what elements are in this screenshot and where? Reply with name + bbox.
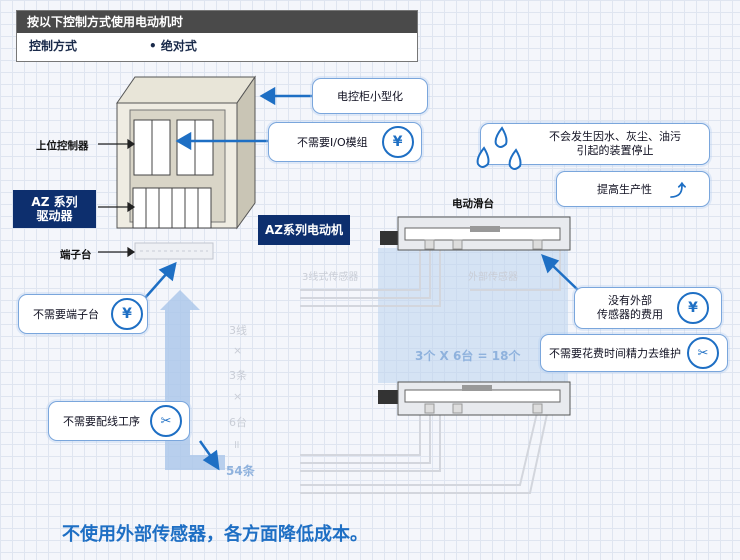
calc-units: 6台 [229,416,247,429]
row-value: • 绝对式 [149,39,197,53]
terminal-block [134,242,214,260]
three-wire-sensor-label: 3线式传感器 [302,272,359,283]
row-label: 控制方式 [29,39,78,53]
calc-wires: 3线 [229,324,247,337]
yen-icon: ¥ [381,126,414,158]
control-cabinet [116,75,256,230]
callout-no-sensor-cost-text: 没有外部 传感器的费用 [597,294,663,322]
callout-no-maintenance-text: 不需要花费时间精力去维护 [549,347,681,360]
water-drops-icon [476,126,522,170]
callout-no-wiring-text: 不需要配线工序 [63,415,140,428]
callout-no-terminal: 不需要端子台 ¥ [18,294,148,334]
callout-cabinet-small-text: 电控柜小型化 [337,90,403,103]
calc-total: 54条 [226,464,255,478]
az-driver-line1: AZ 系列 [31,195,78,209]
callout-no-maintenance: 不需要花费时间精力去维护 ✂ [540,334,728,372]
callout-no-io-module: 不需要I/O模组 ¥ [268,122,422,162]
yen-icon: ¥ [677,292,709,324]
callout-cabinet-small: 电控柜小型化 [312,78,428,114]
callout-productivity-text: 提高生产性 [597,183,652,196]
callout-no-sensor-cost-line2: 传感器的费用 [597,308,663,321]
label-pointers [98,138,136,258]
host-controller-label: 上位控制器 [36,140,89,152]
yen-icon: ¥ [111,298,143,330]
trend-up-icon: ⤴ [670,181,687,200]
calc-times-1: × [233,344,243,357]
slider-label: 电动滑台 [452,198,494,210]
table-title: 按以下控制方式使用电动机时 [17,11,417,33]
callout-no-terminal-text: 不需要端子台 [33,308,99,321]
callout-no-wiring: 不需要配线工序 ✂ [48,401,190,441]
electric-slider-bottom [378,381,571,416]
callout-no-sensor-cost: 没有外部 传感器的费用 ¥ [574,287,722,329]
calc-pieces: 3条 [229,369,247,382]
callout-no-failure-line1: 不会发生因水、灰尘、油污 [549,130,681,143]
callout-no-io-text: 不需要I/O模组 [297,136,368,149]
electric-slider-top [380,216,571,251]
sensor-count-calc: 3个 X 6台 = 18个 [415,349,521,363]
terminal-block-label: 端子台 [60,249,92,261]
control-method-table: 按以下控制方式使用电动机时 控制方式 • 绝对式 [16,10,418,62]
worker-icon: ✂ [150,405,182,437]
callout-no-sensor-cost-line1: 没有外部 [608,294,652,307]
worker-icon: ✂ [687,337,719,369]
sensor-shade [378,248,568,383]
footer-slogan: 不使用外部传感器，各方面降低成本。 [62,524,368,545]
callout-productivity: 提高生产性 ⤴ [556,171,710,207]
wiring-flow-arrow [160,290,225,470]
az-driver-line2: 驱动器 [36,209,73,223]
az-motor-badge: AZ系列电动机 [258,215,350,245]
calc-equals: ॥ [233,438,240,451]
calc-times-2: × [233,390,243,403]
external-sensor-label: 外部传感器 [468,272,518,283]
table-row: 控制方式 • 绝对式 [17,33,417,60]
callout-no-failure-line2: 引起的装置停止 [576,144,654,157]
benefit-arrows [144,86,579,471]
sensor-wires [300,245,561,494]
az-driver-badge: AZ 系列 驱动器 [13,190,96,228]
